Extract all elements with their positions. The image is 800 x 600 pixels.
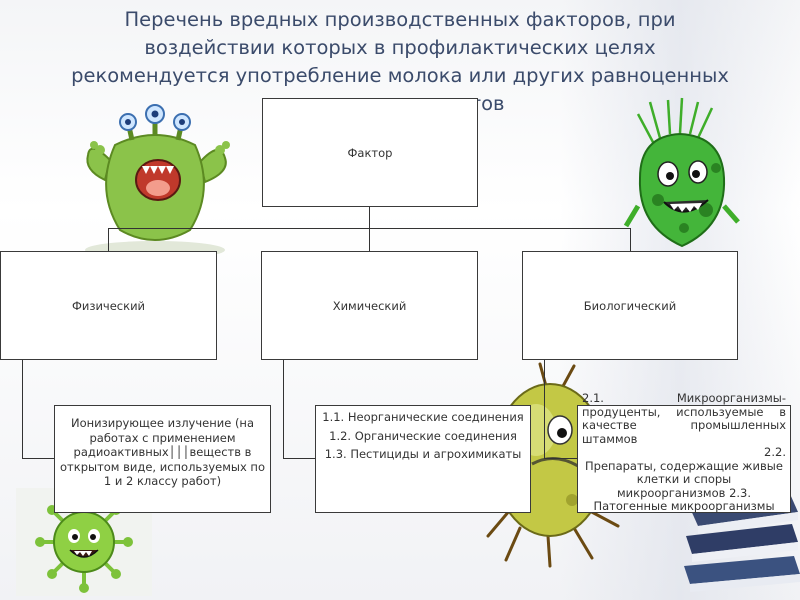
connector-biological-down	[544, 359, 545, 458]
root-node: Фактор	[262, 98, 478, 207]
slide-title: Перечень вредных производственных фактор…	[0, 6, 800, 115]
category-biological-label: Биологический	[583, 298, 677, 313]
chemical-item-2: 1.2. Органические соединения	[329, 428, 517, 443]
chemical-item-3: 1.3. Пестициды и агрохимикаты	[324, 447, 522, 461]
connector-chemical-down	[283, 359, 284, 458]
category-physical-label: Физический	[71, 298, 146, 313]
category-physical: Физический	[0, 251, 217, 360]
biological-item-2: 2.2.	[764, 445, 786, 459]
detail-biological: 2.1. Микроорганизмы-продуценты, использу…	[577, 391, 791, 513]
detail-physical-text: Ионизирующее излучение (на работах с при…	[60, 416, 265, 488]
connector-to-biological	[630, 228, 631, 251]
detail-chemical: 1.1. Неорганические соединения 1.2. Орга…	[315, 405, 531, 513]
root-label: Фактор	[347, 145, 393, 160]
category-chemical-label: Химический	[332, 298, 407, 313]
title-line-2: воздействии которых в профилактических ц…	[144, 36, 656, 59]
category-biological: Биологический	[522, 251, 738, 360]
spiky-germ-icon	[623, 97, 740, 248]
chemical-item-1: 1.1. Неорганические соединения	[322, 410, 524, 424]
biological-item-1: 2.1. Микроорганизмы-продуценты, использу…	[582, 391, 786, 446]
connector-physical-detail	[22, 458, 54, 459]
connector-chemical-detail	[283, 458, 315, 459]
connector-physical-down	[22, 359, 23, 458]
connector-to-physical	[108, 228, 109, 251]
connector-biological-detail	[544, 458, 577, 459]
title-line-1: Перечень вредных производственных фактор…	[124, 8, 676, 31]
title-line-3: рекомендуется употребление молока или др…	[71, 64, 729, 87]
biological-item-3: Препараты, содержащие живые клетки и спо…	[585, 458, 783, 513]
connector-horizontal-bar	[108, 228, 631, 229]
category-chemical: Химический	[261, 251, 478, 360]
green-monster-icon	[85, 104, 230, 259]
detail-physical: Ионизирующее излучение (на работах с при…	[54, 405, 271, 513]
